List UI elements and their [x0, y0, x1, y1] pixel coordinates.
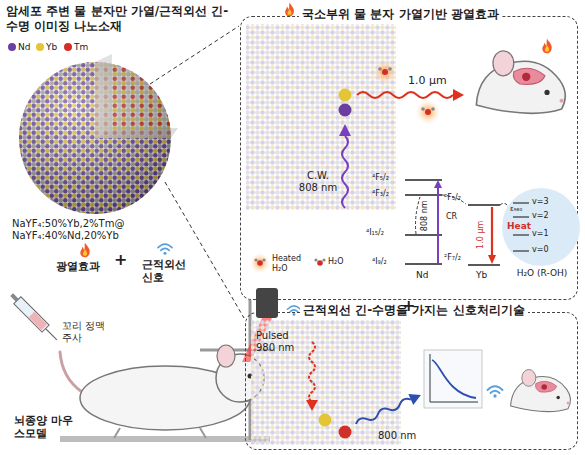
panel-heading: 국소부위 물 분자 가열기반 광열효과	[299, 7, 502, 21]
level-label: ²F₅/₂	[444, 193, 461, 203]
leader-lines	[150, 26, 244, 318]
lifetime-panel: 근적외선 긴-수명을 가지는 신호처리기술	[245, 312, 578, 450]
effect-label: 근적외선 신호	[142, 258, 194, 284]
effect-label: 광열효과	[56, 260, 100, 273]
legend-item: Tm	[64, 42, 88, 52]
level-label: Heat	[507, 222, 531, 232]
photothermal-scene	[246, 24, 565, 210]
model-label: 뇌종양 마우스모델	[14, 414, 78, 440]
ion-label: Nd	[416, 270, 428, 281]
legend-text: Yb	[46, 42, 57, 52]
level-label: ⁴F₃/₂	[372, 189, 389, 199]
level-label: ε₉₈₀	[510, 206, 522, 214]
mouse-model	[8, 288, 278, 442]
wavelength-label: 800 nm	[378, 430, 416, 442]
ion-label: Yb	[476, 270, 487, 281]
legend-item: Yb	[36, 42, 57, 52]
plus-sign: +	[114, 250, 127, 269]
level-label: ⁴I₉/₂	[372, 257, 387, 267]
lifetime-scene	[251, 320, 570, 445]
molecule-label: H₂O (R-OH)	[510, 268, 574, 279]
excitation-label: C.W. 808 nm	[296, 170, 340, 194]
level-label: v=1	[532, 230, 549, 239]
level-label: v=0	[532, 246, 549, 255]
heated-water-key	[250, 253, 326, 273]
legend-text: Tm	[74, 42, 88, 52]
legend-swatch	[36, 43, 44, 51]
level-label: ⁴F₅/₂	[372, 173, 389, 183]
level-label: v=2	[532, 212, 549, 221]
nanoparticle	[19, 54, 178, 214]
key-label: H₂O	[328, 257, 344, 267]
cr-label: CR	[446, 212, 457, 222]
excitation-label: Pulsed 980 nm	[256, 330, 302, 354]
level-label: ²F₇/₂	[444, 253, 461, 263]
energy-diagram	[405, 180, 510, 265]
legend-swatch	[8, 43, 16, 51]
vibration-circle: v=3 ε₉₈₀ v=2Heatv=1 v=0	[501, 187, 581, 267]
level-label: v=3	[532, 198, 549, 207]
level-label: ⁴I₁₅/₂	[366, 228, 384, 238]
legend-text: Nd	[18, 42, 30, 52]
wavelength-label: 808 nm	[419, 201, 429, 232]
injection-label: 꼬리 정맥주사	[62, 320, 114, 344]
wavelength-label: 1.0 μm	[408, 74, 447, 87]
formula-text: NaYF₄:50%Yb,2%Tm@ NaYF₄:40%Nd,20%Yb	[12, 218, 144, 242]
plus-sign: +	[402, 296, 415, 315]
wavelength-label: 1.0 μm	[476, 221, 486, 249]
key-label: Heated H₂O	[272, 254, 312, 273]
legend-item: Nd	[8, 42, 30, 52]
title-text: 암세포 주변 물 분자만 가열/근적외선 긴-수명 이미징 나노소재	[6, 4, 238, 34]
legend-swatch	[64, 43, 72, 51]
